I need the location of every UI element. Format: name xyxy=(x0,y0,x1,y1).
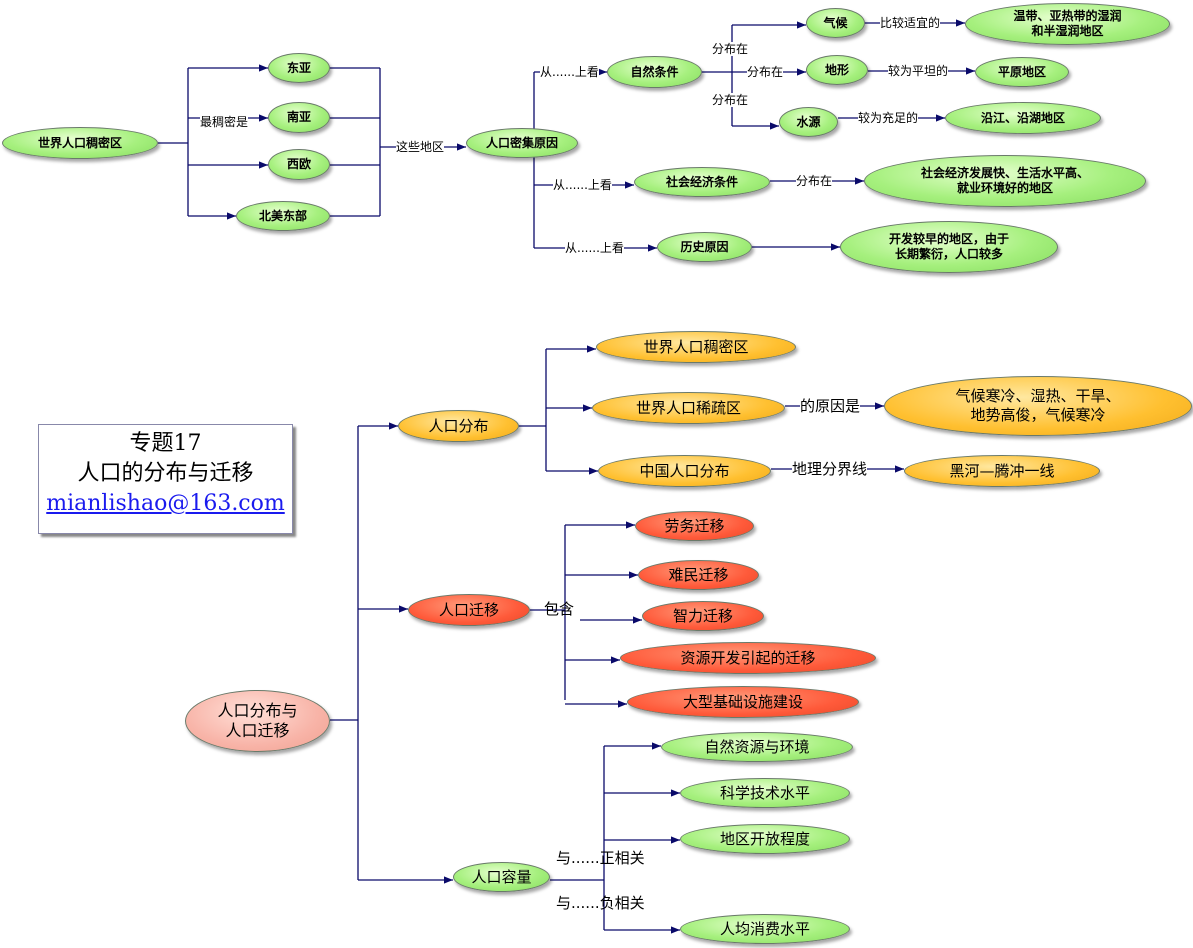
node-science-technology: 科学技术水平 xyxy=(680,778,850,808)
edge-label-suitable: 比较适宜的 xyxy=(880,16,941,30)
node-world-sparse: 世界人口稀疏区 xyxy=(592,392,785,424)
node-river-lake-regions: 沿江、沿湖地区 xyxy=(945,102,1101,134)
edge-label-from-social: 从......上看 xyxy=(553,178,612,192)
topic-number: 专题17 xyxy=(129,431,202,456)
node-world-dense-top: 世界人口稠密区 xyxy=(2,127,158,159)
node-china-distribution: 中国人口分布 xyxy=(598,455,771,487)
node-north-america-east: 北美东部 xyxy=(236,201,330,231)
node-population-capacity: 人口容量 xyxy=(453,862,550,892)
edge-label-reason-is: 的原因是 xyxy=(800,397,861,415)
node-east-asia: 东亚 xyxy=(268,53,330,83)
node-world-dense: 世界人口稠密区 xyxy=(596,331,796,363)
node-labor-migration: 劳务迁移 xyxy=(635,511,754,541)
node-water: 水源 xyxy=(779,107,838,137)
node-sparse-reasons: 气候寒冷、湿热、干旱、 地势高俊，气候寒冷 xyxy=(884,376,1192,436)
node-infrastructure: 大型基础设施建设 xyxy=(627,686,859,718)
edge-label-boundary: 地理分界线 xyxy=(792,460,868,478)
edge-label-social-distribute: 分布在 xyxy=(796,174,833,188)
edge-label-includes: 包含 xyxy=(544,600,575,618)
node-dense-reason: 人口密集原因 xyxy=(466,128,578,158)
node-south-asia: 南亚 xyxy=(268,102,330,133)
topic-title-box: 专题17 人口的分布与迁移 mianlishao@163.com xyxy=(38,424,293,534)
node-refugee-migration: 难民迁移 xyxy=(638,560,759,590)
node-resources-environment: 自然资源与环境 xyxy=(661,732,853,762)
edge-label-positive: 与......正相关 xyxy=(556,849,645,867)
node-heihe-tengchong: 黑河—腾冲一线 xyxy=(904,455,1100,487)
node-resource-migration: 资源开发引起的迁移 xyxy=(620,642,876,674)
node-history: 历史原因 xyxy=(657,232,752,262)
node-terrain: 地形 xyxy=(806,55,868,85)
edge-label-most-dense: 最稠密是 xyxy=(200,115,249,129)
node-consumption-level: 人均消费水平 xyxy=(680,914,850,944)
edge-label-distribute-2: 分布在 xyxy=(747,65,784,79)
node-regional-openness: 地区开放程度 xyxy=(680,824,850,854)
topic-title: 人口的分布与迁移 xyxy=(77,461,254,486)
node-early-development: 开发较早的地区，由于 长期繁衍，人口较多 xyxy=(840,221,1058,273)
node-population-migration: 人口迁移 xyxy=(408,594,530,626)
author-email-link[interactable]: mianlishao@163.com xyxy=(46,491,285,516)
edge-label-distribute-1: 分布在 xyxy=(712,42,749,56)
edge-label-these-regions: 这些地区 xyxy=(396,140,445,154)
node-developed-regions: 社会经济发展快、生活水平高、 就业环境好的地区 xyxy=(864,155,1146,207)
edge-label-sufficient: 较为充足的 xyxy=(858,111,919,125)
node-plains: 平原地区 xyxy=(975,57,1069,87)
node-population-root: 人口分布与 人口迁移 xyxy=(185,690,330,752)
edge-label-flat: 较为平坦的 xyxy=(888,64,949,78)
node-social-economic: 社会经济条件 xyxy=(634,167,770,197)
node-climate: 气候 xyxy=(806,8,865,38)
node-humid-regions: 温带、亚热带的湿润 和半湿润地区 xyxy=(965,3,1170,45)
node-brain-migration: 智力迁移 xyxy=(642,601,764,631)
edge-label-distribute-3: 分布在 xyxy=(712,93,749,107)
edge-label-from-history: 从......上看 xyxy=(565,241,624,255)
node-west-europe: 西欧 xyxy=(268,149,330,180)
edge-label-from-natural: 从......上看 xyxy=(540,65,599,79)
node-population-distribution: 人口分布 xyxy=(398,410,519,442)
node-natural-conditions: 自然条件 xyxy=(607,56,702,88)
edge-label-negative: 与......负相关 xyxy=(556,894,645,912)
